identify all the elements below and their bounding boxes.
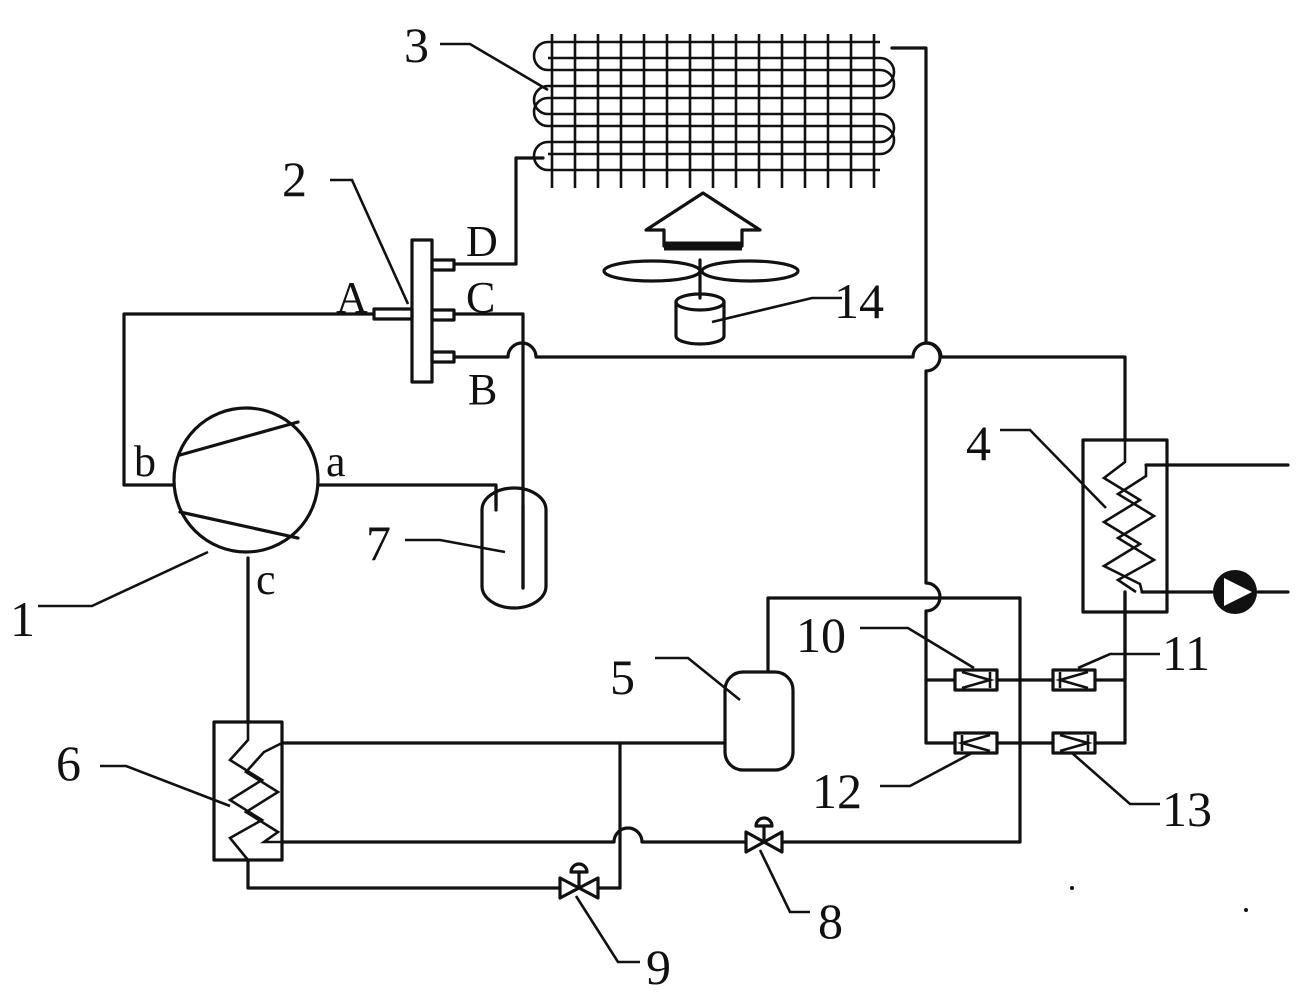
label-check-valve-10: 10 bbox=[796, 607, 846, 663]
check-valve-13 bbox=[1051, 731, 1097, 755]
economizer bbox=[212, 720, 284, 862]
label-expansion-valve-9: 9 bbox=[646, 939, 671, 995]
check-valve-10 bbox=[953, 668, 999, 692]
check-valve-11 bbox=[1051, 668, 1097, 692]
compressor bbox=[172, 406, 320, 554]
label-check-valve-12: 12 bbox=[812, 763, 862, 819]
port-label-a-lower: a bbox=[326, 437, 346, 486]
label-liquid-receiver: 5 bbox=[610, 649, 635, 705]
label-outdoor-coil: 3 bbox=[404, 17, 429, 73]
port-label-c-upper: C bbox=[466, 273, 495, 322]
label-four-way-valve: 2 bbox=[282, 151, 307, 207]
liquid-receiver bbox=[723, 670, 795, 772]
label-economizer: 6 bbox=[56, 735, 81, 791]
gas-liquid-separator bbox=[480, 486, 548, 610]
label-compressor: 1 bbox=[10, 591, 35, 647]
port-label-b-lower: b bbox=[134, 437, 156, 486]
label-water-heat-exchanger: 4 bbox=[966, 415, 991, 471]
port-label-d-upper: D bbox=[466, 217, 498, 266]
port-label-a-upper: A bbox=[336, 273, 368, 322]
four-way-valve bbox=[372, 238, 456, 384]
expansion-valve-8 bbox=[744, 816, 784, 854]
label-separator: 7 bbox=[366, 515, 391, 571]
label-expansion-valve-8: 8 bbox=[818, 893, 843, 949]
label-check-valve-13: 13 bbox=[1162, 781, 1212, 837]
water-pump-icon bbox=[1213, 570, 1257, 614]
piping bbox=[122, 46, 1290, 890]
component-number-labels: 3 2 14 4 5 6 7 1 10 11 12 13 8 9 bbox=[10, 17, 1212, 995]
water-heat-exchanger bbox=[1081, 438, 1169, 614]
outdoor-coil bbox=[532, 34, 896, 188]
expansion-valve-9 bbox=[558, 862, 600, 900]
label-check-valve-11: 11 bbox=[1162, 625, 1210, 681]
port-label-b-upper: B bbox=[468, 365, 497, 414]
port-label-c-lower: c bbox=[256, 555, 276, 604]
fan-assembly bbox=[602, 191, 800, 346]
leader-lines bbox=[38, 42, 1160, 964]
label-fan-motor: 14 bbox=[834, 273, 884, 329]
check-valve-12 bbox=[953, 731, 999, 755]
port-labels: A B C D a b c bbox=[134, 217, 498, 604]
